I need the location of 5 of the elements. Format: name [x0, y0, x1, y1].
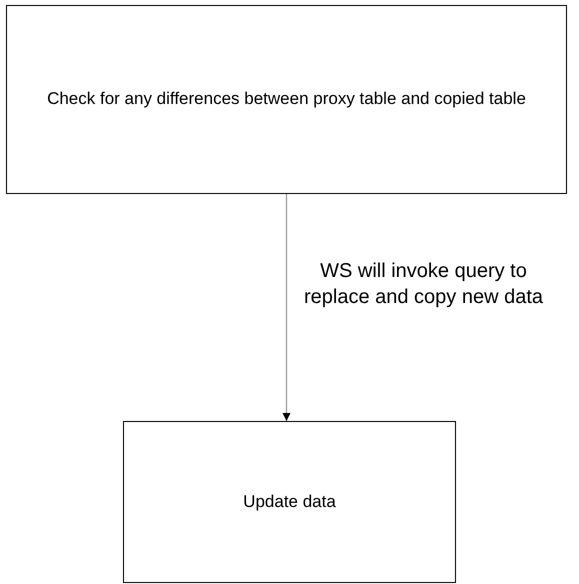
- process-box: [123, 421, 456, 583]
- box-text: Check for any differences between proxy table and copied table: [47, 88, 526, 110]
- box-text: Update data: [243, 490, 336, 513]
- process-box: [6, 5, 567, 194]
- arrow: [282, 194, 290, 421]
